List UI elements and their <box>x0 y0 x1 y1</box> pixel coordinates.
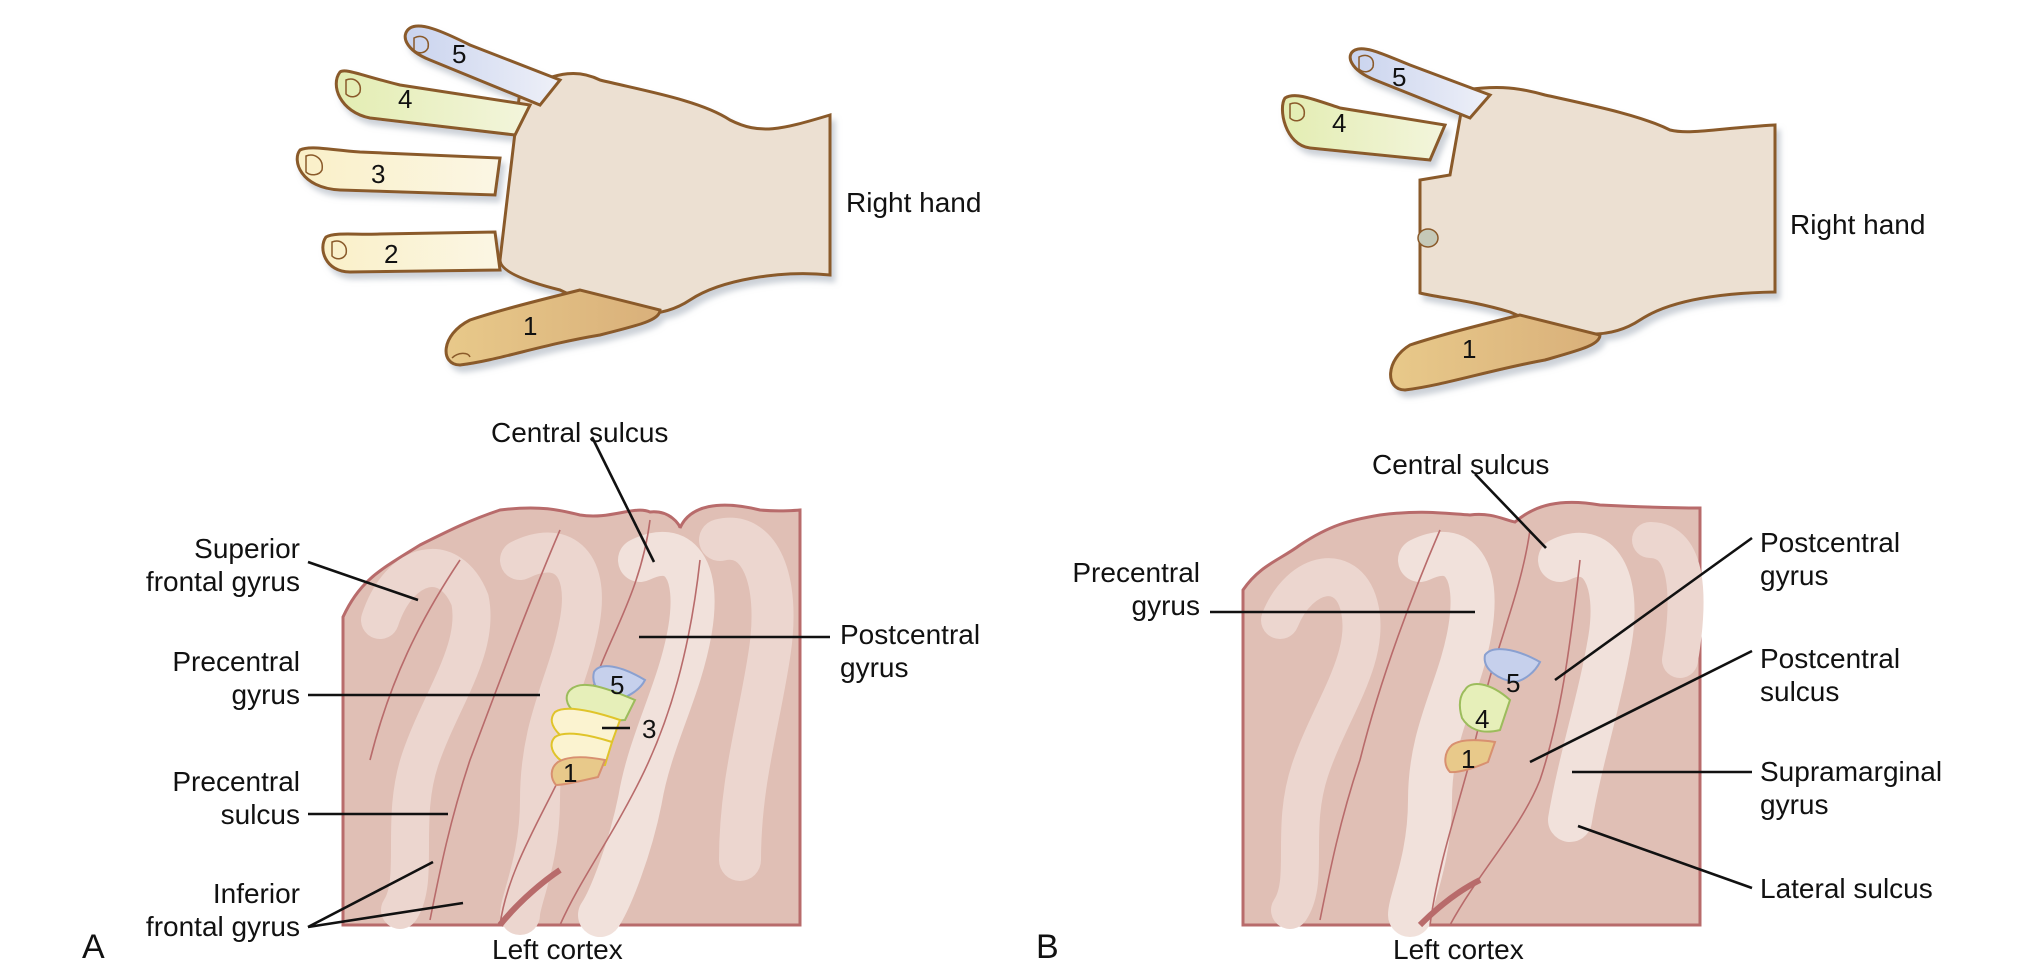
postcentral-sulcus-label-b: Postcentral sulcus <box>1760 643 1901 707</box>
cortex-map-1-b <box>1444 739 1497 774</box>
cortex-number-1-a: 1 <box>563 758 577 788</box>
finger-4-b <box>1280 94 1448 162</box>
left-cortex-label-b: Left cortex <box>1393 934 1524 965</box>
cortex-map-5-b <box>1483 648 1542 684</box>
supramarginal-gyrus-label-b: Supramarginal gyrus <box>1760 756 1943 820</box>
cortex-number-5-a: 5 <box>610 670 624 700</box>
panel-letter-b: B <box>1036 928 1059 966</box>
finger-number-4-b: 4 <box>1332 108 1346 138</box>
precentral-gyrus-label-a: Precentral gyrus <box>172 646 300 710</box>
finger-1-b <box>1389 313 1602 392</box>
panel-letter-a: A <box>82 928 105 966</box>
cortex-number-5-b: 5 <box>1506 668 1520 698</box>
finger-number-3-a: 3 <box>371 159 385 189</box>
hand-b <box>1280 47 1777 392</box>
finger-5-a <box>403 24 563 107</box>
finger-4-a <box>334 69 533 137</box>
finger-3-a <box>295 146 502 197</box>
central-sulcus-label-b: Central sulcus <box>1372 449 1550 480</box>
cortex-number-4-b: 4 <box>1475 704 1489 734</box>
superior-frontal-gyrus-label-a: Superior frontal gyrus <box>145 533 300 597</box>
cortex-number-3-a: 3 <box>642 714 656 744</box>
right-hand-label-a: Right hand <box>846 187 982 218</box>
finger-number-5-a: 5 <box>452 39 466 69</box>
hand-a <box>295 24 832 367</box>
cortex-map-4-b <box>1458 683 1512 733</box>
palm-b <box>1418 86 1777 336</box>
cortex-map-1-a <box>550 756 607 787</box>
postcentral-gyrus-label-a: Postcentral gyrus <box>840 619 981 683</box>
cortex-b <box>1241 500 1704 937</box>
right-hand-label-b: Right hand <box>1790 209 1926 240</box>
leader-lines-a <box>307 436 830 929</box>
left-cortex-label-a: Left cortex <box>492 934 623 965</box>
postcentral-gyrus-label-b: Postcentral gyrus <box>1760 527 1901 591</box>
cortex-a <box>341 503 802 937</box>
lateral-sulcus-label-b: Lateral sulcus <box>1760 873 1933 904</box>
cortex-number-1-b: 1 <box>1461 744 1475 774</box>
finger-2-a <box>321 230 502 274</box>
finger-number-1-a: 1 <box>523 311 537 341</box>
palm-a <box>498 71 832 316</box>
inferior-frontal-gyrus-label-a: Inferior frontal gyrus <box>145 878 300 942</box>
central-sulcus-label-a: Central sulcus <box>491 417 669 448</box>
finger-number-1-b: 1 <box>1462 334 1476 364</box>
precentral-gyrus-label-b: Precentral gyrus <box>1072 557 1200 621</box>
leader-lines-b <box>1210 473 1753 890</box>
precentral-sulcus-label-a: Precentral sulcus <box>172 766 300 830</box>
finger-number-2-a: 2 <box>384 239 398 269</box>
finger-5-b <box>1348 47 1493 120</box>
finger-number-4-a: 4 <box>398 84 412 114</box>
finger-1-a <box>444 288 662 367</box>
finger-number-5-b: 5 <box>1392 62 1406 92</box>
